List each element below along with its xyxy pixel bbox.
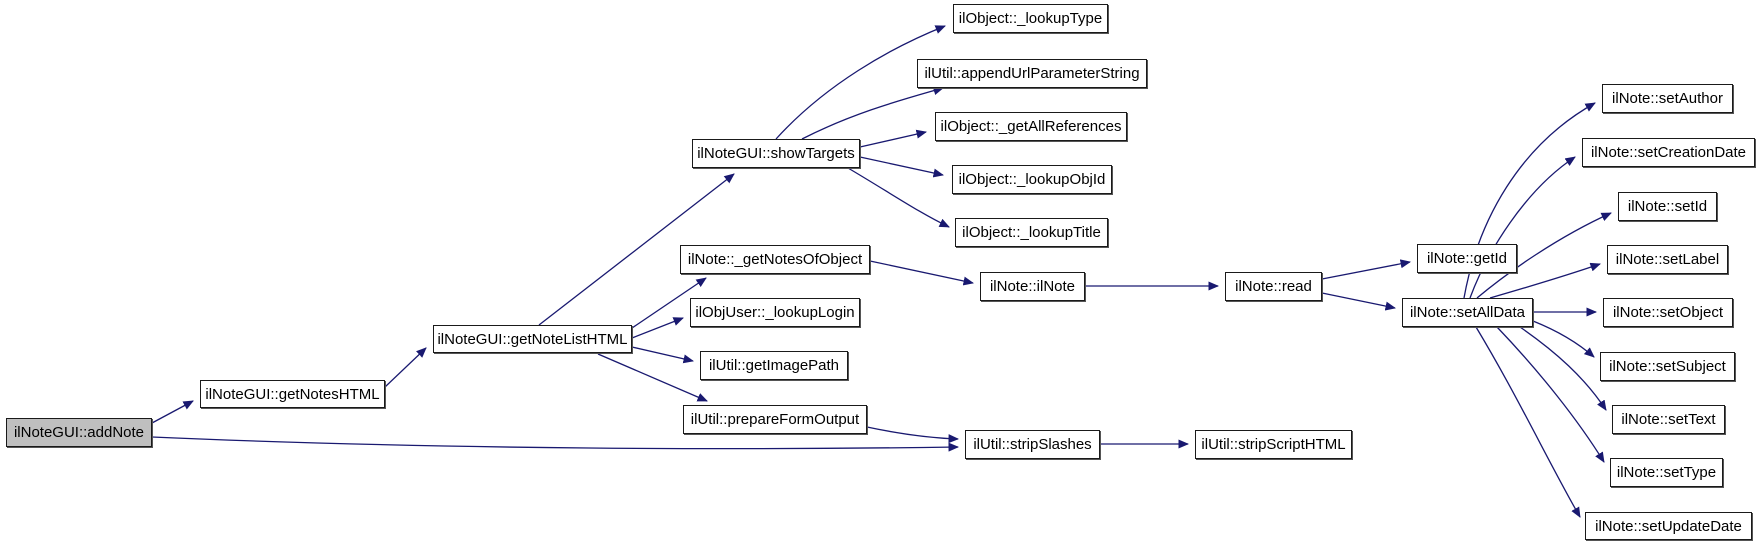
edge-getnoteshtml-getnotelisthtml: [384, 347, 427, 388]
node-label: ilNote::read: [1235, 278, 1312, 295]
node-ilnote-setalldata[interactable]: ilNote::setAllData: [1402, 298, 1533, 327]
node-label: ilUtil::prepareFormOutput: [690, 411, 860, 428]
node-ilnote-setobject[interactable]: ilNote::setObject: [1603, 298, 1733, 327]
node-ilobject-getallreferences[interactable]: ilObject::_getAllReferences: [935, 112, 1127, 141]
node-label: ilNote::setUpdateDate: [1595, 517, 1742, 535]
node-label: ilNote::setType: [1616, 464, 1717, 481]
node-label: ilObject::_lookupType: [958, 10, 1103, 27]
node-ilobjuser-lookuplogin[interactable]: ilObjUser::_lookupLogin: [690, 298, 860, 327]
node-label: ilUtil::appendUrlParameterString: [924, 65, 1140, 82]
node-label: ilObject::_lookupTitle: [962, 224, 1101, 241]
edge-showtargets-getallreferences: [859, 129, 927, 148]
node-label: ilNote::setLabel: [1615, 251, 1720, 268]
node-ilobject-lookupobjid[interactable]: ilObject::_lookupObjId: [952, 165, 1112, 194]
node-ilnotegui-getnoteshtml[interactable]: ilNoteGUI::getNotesHTML: [200, 380, 385, 408]
edge-showtargets-lookuptype: [775, 25, 946, 140]
node-ilnotegui-getnotelisthtml[interactable]: ilNoteGUI::getNoteListHTML: [433, 325, 632, 353]
edge-setalldata-settype: [1496, 326, 1605, 463]
edge-getnotelisthtml-getimagepath: [631, 346, 694, 364]
edge-getnotelisthtml-showtargets: [538, 173, 735, 326]
edge-setalldata-setsubject: [1532, 320, 1595, 358]
node-label: ilObject::_lookupObjId: [958, 171, 1106, 188]
node-label: ilNoteGUI::getNotesHTML: [205, 385, 380, 403]
node-label: ilUtil::stripSlashes: [973, 436, 1092, 453]
edge-read-setalldata: [1321, 292, 1396, 311]
edge-read-getid: [1321, 259, 1411, 280]
node-ilutil-stripscripthtml[interactable]: ilUtil::stripScriptHTML: [1195, 430, 1352, 459]
edge-setalldata-setcreationdate: [1469, 156, 1576, 299]
node-ilnote-read[interactable]: ilNote::read: [1225, 272, 1322, 301]
node-label: ilUtil::getImagePath: [708, 357, 840, 374]
node-label: ilNote::_getNotesOfObject: [687, 251, 863, 268]
node-ilutil-stripslashes[interactable]: ilUtil::stripSlashes: [965, 430, 1100, 459]
edge-showtargets-lookupobjid: [859, 156, 944, 178]
node-label: ilNote::setSubject: [1609, 358, 1726, 375]
edge-prepareformoutput-stripslashes: [866, 426, 959, 444]
edge-getnotelisthtml-getnotesofobject: [631, 277, 707, 329]
node-ilnotegui-showtargets[interactable]: ilNoteGUI::showTargets: [692, 139, 860, 168]
node-label: ilObjUser::_lookupLogin: [695, 304, 855, 321]
node-ilnote-settext[interactable]: ilNote::setText: [1612, 405, 1725, 434]
node-label: ilNoteGUI::getNoteListHTML: [437, 330, 628, 348]
node-ilnotegui-addnote: ilNoteGUI::addNote: [6, 418, 152, 447]
edge-addnote-getnoteshtml: [151, 400, 194, 424]
node-ilobject-lookuptitle[interactable]: ilObject::_lookupTitle: [955, 218, 1108, 247]
node-ilnote-getnotesofobject[interactable]: ilNote::_getNotesOfObject: [680, 245, 870, 274]
edge-getnotelisthtml-prepareformoutput: [597, 353, 708, 402]
node-label: ilUtil::stripScriptHTML: [1201, 436, 1346, 453]
node-label: ilNote::ilNote: [989, 278, 1076, 295]
edge-setalldata-settext: [1519, 326, 1607, 411]
edge-setalldata-setupdatedate: [1475, 326, 1581, 518]
node-label: ilNote::setAuthor: [1612, 90, 1723, 107]
edge-showtargets-appendurl: [801, 86, 944, 140]
node-ilnote-setsubject[interactable]: ilNote::setSubject: [1600, 352, 1735, 381]
node-label: ilNote::setId: [1627, 198, 1708, 215]
edge-getnotelisthtml-lookuplogin: [631, 317, 684, 339]
node-label: ilNote::getId: [1426, 250, 1508, 267]
node-label: ilNote::setCreationDate: [1590, 144, 1747, 161]
node-label: ilNote::setObject: [1612, 304, 1724, 321]
edge-setalldata-setlabel: [1489, 262, 1601, 299]
edge-getnotesofobject-ilnote: [869, 260, 974, 286]
node-label: ilObject::_getAllReferences: [940, 118, 1122, 135]
node-ilnote-setupdatedate[interactable]: ilNote::setUpdateDate: [1585, 512, 1752, 540]
node-ilnote-settype[interactable]: ilNote::setType: [1610, 458, 1723, 487]
node-ilnote-getid[interactable]: ilNote::getId: [1417, 244, 1517, 273]
node-ilutil-getimagepath[interactable]: ilUtil::getImagePath: [700, 351, 848, 380]
node-ilnote-setlabel[interactable]: ilNote::setLabel: [1607, 245, 1728, 274]
node-ilutil-appendurlparameterstring[interactable]: ilUtil::appendUrlParameterString: [917, 59, 1147, 88]
node-ilobject-lookuptype[interactable]: ilObject::_lookupType: [953, 4, 1108, 33]
node-label: ilNote::setAllData: [1409, 304, 1526, 321]
node-label: ilNoteGUI::showTargets: [697, 145, 855, 162]
node-label: ilNote::setText: [1621, 411, 1716, 428]
node-label: ilNoteGUI::addNote: [13, 424, 145, 441]
node-ilnote-setauthor[interactable]: ilNote::setAuthor: [1602, 84, 1733, 113]
node-ilnote-setcreationdate[interactable]: ilNote::setCreationDate: [1582, 138, 1755, 167]
node-ilnote-ilnote[interactable]: ilNote::ilNote: [980, 272, 1085, 301]
edge-addnote-stripslashes: [151, 436, 959, 452]
edge-setalldata-setid: [1476, 212, 1612, 299]
node-ilnote-setid[interactable]: ilNote::setId: [1618, 192, 1717, 221]
edge-showtargets-lookuptitle: [847, 167, 950, 228]
node-ilutil-prepareformoutput[interactable]: ilUtil::prepareFormOutput: [683, 405, 867, 434]
